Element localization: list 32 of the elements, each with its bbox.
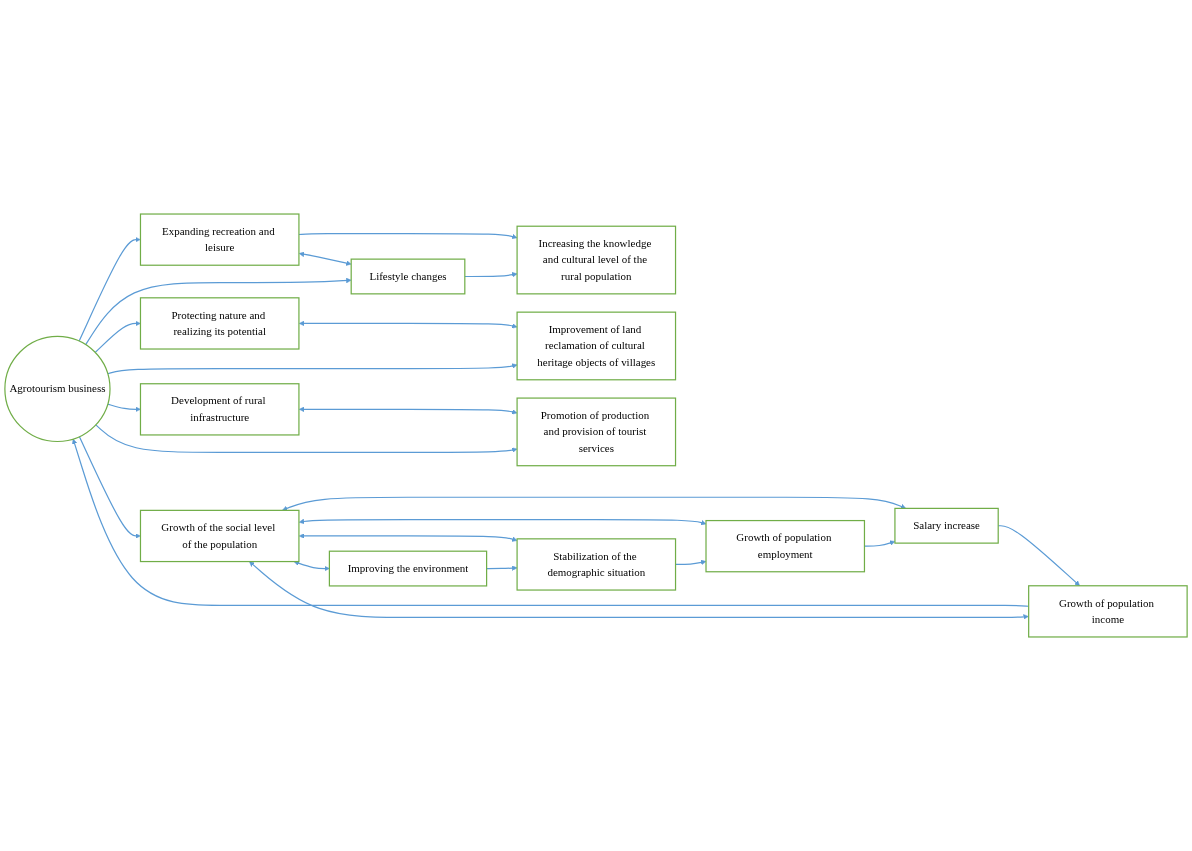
arrow bbox=[464, 272, 518, 278]
arrow bbox=[282, 496, 907, 511]
arrow bbox=[298, 518, 707, 526]
arrow bbox=[486, 565, 518, 571]
arrow bbox=[298, 320, 518, 329]
arrow bbox=[78, 436, 141, 539]
arrow bbox=[95, 424, 518, 453]
node-box: Development of rural infrastructure bbox=[139, 383, 300, 436]
node-box: Improving the environment bbox=[328, 550, 488, 587]
arrow bbox=[94, 320, 141, 354]
node-box: Salary increase bbox=[894, 507, 999, 544]
arrow bbox=[85, 277, 352, 346]
arrow bbox=[298, 533, 518, 542]
arrow bbox=[249, 561, 1029, 620]
arrow bbox=[298, 232, 518, 240]
node-box: Expanding recreation and leisure bbox=[139, 213, 300, 266]
node-box: Growth of population employment bbox=[705, 519, 866, 573]
arrow bbox=[293, 560, 330, 572]
node-box: Growth of the social level of the population bbox=[139, 509, 300, 563]
node-box: Growth of population income bbox=[1028, 585, 1188, 638]
arrow bbox=[298, 251, 352, 266]
node-box: Stabilization of the demographic situation bbox=[516, 538, 677, 591]
node-box: Lifestyle changes bbox=[350, 258, 466, 295]
node-box: Improvement of land reclamation of cultural heritage objects of villages bbox=[516, 311, 677, 381]
arrow bbox=[107, 363, 518, 375]
arrow bbox=[107, 403, 141, 413]
node-box: Protecting nature and realizing its potential bbox=[139, 297, 300, 350]
arrow bbox=[78, 236, 141, 342]
node-circle: Agrotourism business bbox=[4, 335, 111, 443]
arrow bbox=[298, 406, 518, 415]
node-box: Promotion of production and provision of tourist services bbox=[516, 397, 677, 467]
node-box: Increasing the knowledge and cultural level of the rural population bbox=[516, 225, 677, 295]
